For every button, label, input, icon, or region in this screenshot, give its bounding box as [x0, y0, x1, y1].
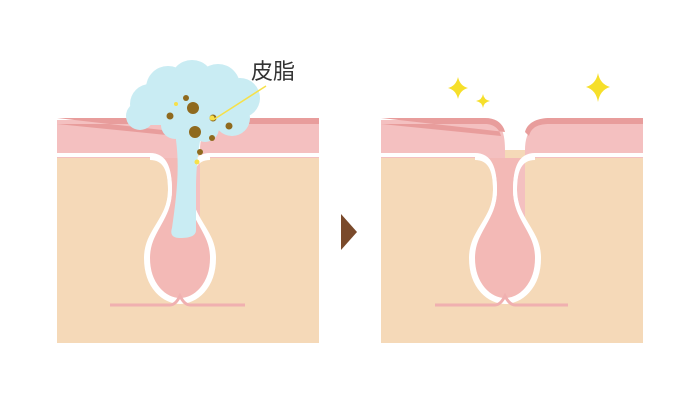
skin-surface-line-left — [57, 118, 319, 136]
sebum-particle — [187, 102, 199, 114]
base-line-right — [435, 292, 568, 307]
inner-lining-right — [381, 153, 643, 305]
sparkle-icon — [448, 77, 468, 99]
sebum-plug — [171, 120, 204, 238]
sebum-particle-yellow — [174, 102, 178, 106]
label-leader-line — [212, 85, 267, 121]
sebum-particle — [166, 112, 174, 120]
panel-after — [381, 73, 643, 343]
sparkle-icon — [476, 94, 490, 108]
sebum-particles — [166, 95, 233, 165]
sebum-particle — [209, 135, 215, 141]
base-line-left — [110, 292, 245, 307]
sebum-particle — [197, 149, 203, 155]
triangle-right-icon — [341, 214, 357, 250]
sebum-particle — [189, 126, 201, 138]
sebum-particle — [183, 95, 189, 101]
sparkle-icon — [586, 73, 610, 102]
sebum-particle — [225, 122, 233, 130]
label-sebum: 皮脂 — [251, 60, 295, 85]
skin-surface-line-right — [381, 118, 643, 136]
sebum-particle-yellow — [194, 159, 200, 165]
panel-before: 皮脂 — [57, 60, 319, 343]
